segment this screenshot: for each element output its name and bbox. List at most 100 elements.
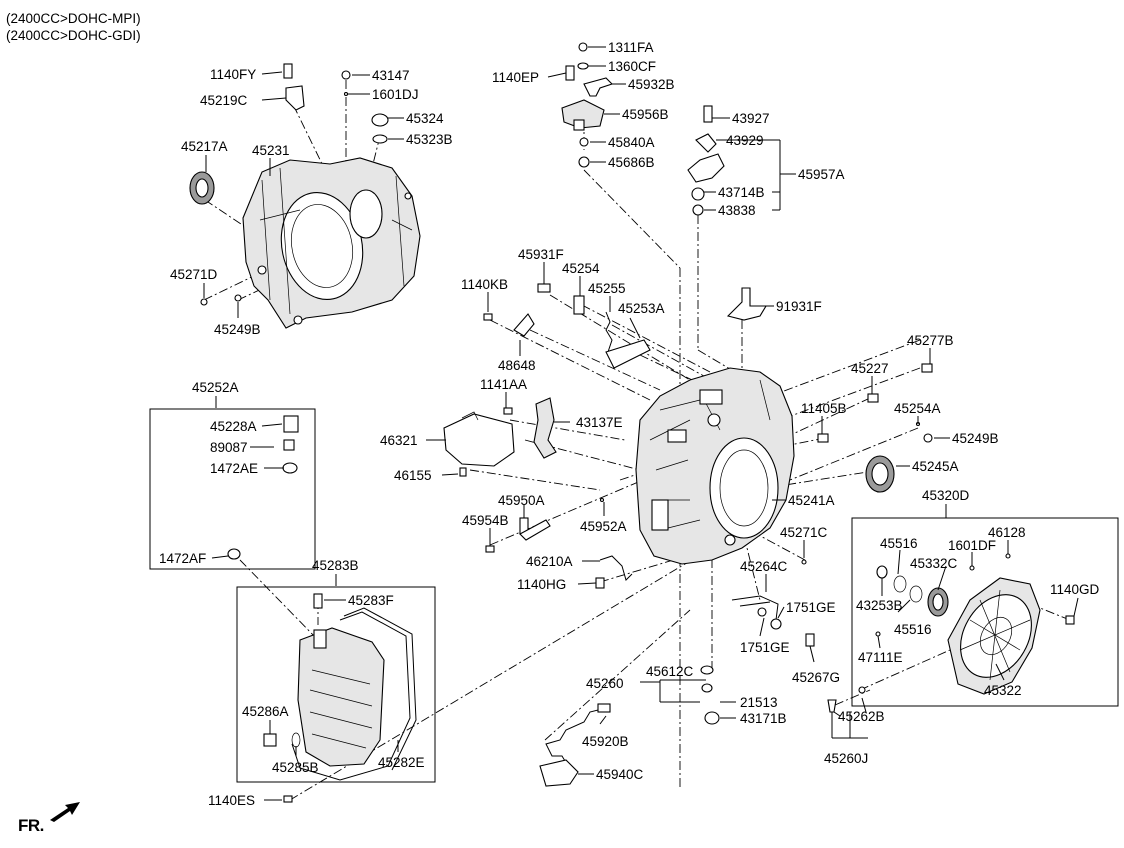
label-1311FA[interactable]: 1311FA (608, 40, 654, 55)
label-43929[interactable]: 43929 (726, 133, 764, 148)
label-45241A[interactable]: 45241A (788, 493, 835, 508)
seal-45217A[interactable] (189, 171, 215, 205)
label-45260[interactable]: 45260 (586, 676, 624, 691)
bracket-43137E[interactable] (533, 397, 557, 459)
rear-cover-45322[interactable] (946, 577, 1045, 695)
label-89087[interactable]: 89087 (210, 440, 248, 455)
label-45254[interactable]: 45254 (562, 261, 600, 276)
label-45283F[interactable]: 45283F (348, 593, 394, 608)
front-arrow-icon (50, 802, 80, 822)
label-43171B[interactable]: 43171B (740, 711, 787, 726)
label-45245A[interactable]: 45245A (912, 459, 959, 474)
label-45322[interactable]: 45322 (984, 683, 1022, 698)
lever-45932B[interactable] (583, 77, 614, 97)
label-45931F[interactable]: 45931F (518, 247, 564, 262)
label-1472AE[interactable]: 1472AE (210, 461, 258, 476)
label-45320D[interactable]: 45320D (922, 488, 970, 503)
label-43838[interactable]: 43838 (718, 203, 756, 218)
converter-housing-45231[interactable] (242, 157, 421, 329)
label-1601DF[interactable]: 1601DF (948, 538, 996, 553)
filter-46321[interactable] (443, 411, 515, 467)
label-45219C[interactable]: 45219C (200, 93, 248, 108)
label-45940C[interactable]: 45940C (596, 767, 644, 782)
label-45332C[interactable]: 45332C (910, 556, 958, 571)
label-45252A[interactable]: 45252A (192, 380, 239, 395)
label-1751GE-upper[interactable]: 1751GE (786, 600, 836, 615)
label-45264C[interactable]: 45264C (740, 559, 788, 574)
oil-pan-45283B[interactable] (297, 627, 385, 767)
label-91931F[interactable]: 91931F (776, 299, 822, 314)
label-1751GE-lower[interactable]: 1751GE (740, 640, 790, 655)
label-45217A[interactable]: 45217A (181, 139, 228, 154)
label-46128[interactable]: 46128 (988, 525, 1026, 540)
label-45249B-top[interactable]: 45249B (214, 322, 261, 337)
label-48648[interactable]: 48648 (498, 358, 536, 373)
label-46321[interactable]: 46321 (380, 433, 418, 448)
label-45932B[interactable]: 45932B (628, 77, 675, 92)
label-45612C[interactable]: 45612C (646, 664, 694, 679)
label-45957A[interactable]: 45957A (798, 167, 845, 182)
transaxle-case-45241A[interactable] (635, 367, 795, 565)
label-46210A[interactable]: 46210A (526, 554, 573, 569)
label-45260J[interactable]: 45260J (824, 751, 868, 766)
label-1601DJ[interactable]: 1601DJ (372, 87, 419, 102)
label-45516-lower[interactable]: 45516 (894, 622, 932, 637)
label-45516-upper[interactable]: 45516 (880, 536, 918, 551)
bracket-45957A[interactable] (687, 133, 725, 216)
pipe-45264C[interactable] (731, 595, 782, 630)
label-45286A[interactable]: 45286A (242, 704, 289, 719)
label-45920B[interactable]: 45920B (582, 734, 629, 749)
solenoid-45956B[interactable] (561, 99, 605, 131)
label-45282E[interactable]: 45282E (378, 755, 425, 770)
label-leaders (203, 46, 1079, 801)
label-1360CF[interactable]: 1360CF (608, 59, 656, 74)
label-45267G[interactable]: 45267G (792, 670, 840, 685)
label-45253A[interactable]: 45253A (618, 301, 665, 316)
oil-pan-gasket-45282E[interactable] (291, 607, 417, 781)
label-1140ES[interactable]: 1140ES (208, 793, 255, 808)
label-45249B-right[interactable]: 45249B (952, 431, 999, 446)
label-45228A[interactable]: 45228A (210, 419, 257, 434)
label-1140FY[interactable]: 1140FY (210, 67, 256, 82)
label-45686B[interactable]: 45686B (608, 155, 655, 170)
label-43714B[interactable]: 43714B (718, 185, 765, 200)
hose-assembly-45252A[interactable] (216, 415, 299, 560)
label-1140HG[interactable]: 1140HG (517, 577, 566, 592)
label-45254A[interactable]: 45254A (894, 401, 941, 416)
label-1140EP[interactable]: 1140EP (492, 70, 539, 85)
label-45255[interactable]: 45255 (588, 281, 626, 296)
label-45231[interactable]: 45231 (252, 143, 290, 158)
label-45271D[interactable]: 45271D (170, 267, 218, 282)
label-45283B[interactable]: 45283B (312, 558, 359, 573)
label-45271C[interactable]: 45271C (780, 525, 828, 540)
label-21513[interactable]: 21513 (740, 695, 778, 710)
sensor-45940C[interactable] (539, 703, 611, 787)
label-43137E[interactable]: 43137E (576, 415, 623, 430)
label-46155[interactable]: 46155 (394, 468, 432, 483)
kit-box-45320D (851, 517, 1119, 707)
label-45840A[interactable]: 45840A (608, 135, 655, 150)
label-45285B[interactable]: 45285B (272, 760, 319, 775)
label-45262B[interactable]: 45262B (838, 709, 885, 724)
seal-45245A[interactable] (865, 455, 895, 493)
label-45950A[interactable]: 45950A (498, 493, 545, 508)
label-45277B[interactable]: 45277B (907, 333, 954, 348)
label-43253B[interactable]: 43253B (856, 598, 903, 613)
label-43927[interactable]: 43927 (732, 111, 770, 126)
label-45323B[interactable]: 45323B (406, 132, 453, 147)
label-11405B[interactable]: 11405B (801, 401, 847, 416)
label-45954B[interactable]: 45954B (462, 513, 509, 528)
small-parts (200, 42, 1075, 803)
label-45956B[interactable]: 45956B (622, 107, 669, 122)
label-45227[interactable]: 45227 (851, 361, 889, 376)
label-43147[interactable]: 43147 (372, 68, 410, 83)
label-1141AA[interactable]: 1141AA (480, 377, 527, 392)
label-1472AF[interactable]: 1472AF (159, 551, 206, 566)
label-1140GD[interactable]: 1140GD (1050, 582, 1100, 597)
seal-45332C[interactable] (927, 587, 949, 617)
label-45952A[interactable]: 45952A (580, 519, 627, 534)
label-1140KB[interactable]: 1140KB (461, 277, 508, 292)
label-45324[interactable]: 45324 (406, 111, 444, 126)
label-47111E[interactable]: 47111E (858, 650, 903, 665)
bracket-91931F[interactable] (726, 287, 767, 321)
